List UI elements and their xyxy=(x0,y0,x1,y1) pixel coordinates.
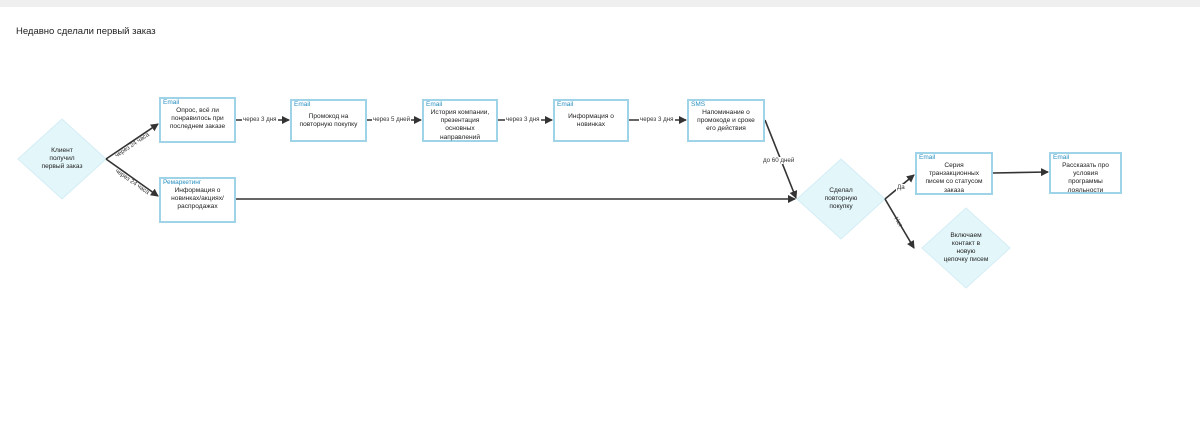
remarketing-text: Информация о новинках/акциях/распродажах xyxy=(171,187,224,211)
edge-label-email4-sms1: через 3 дня xyxy=(639,116,675,123)
new-chain-diamond[interactable] xyxy=(921,207,1011,289)
email6-text: Рассказать про условия программы лояльно… xyxy=(1062,162,1109,194)
edge-label-email3-email4: через 3 дня xyxy=(505,116,541,123)
email1-text: Опрос, всё ли понравилось при последнем … xyxy=(169,107,226,131)
email2-channel: Email xyxy=(294,101,311,108)
email5-text: Серия транзакционных писем со статусом з… xyxy=(925,162,983,194)
email1-channel: Email xyxy=(163,99,180,106)
edge-email5-email6[interactable] xyxy=(992,168,1049,177)
new-chain-label: Включаем контакт в новую цепочку писем xyxy=(943,231,989,264)
edge-label-sms1-decision: до 60 дней xyxy=(762,157,796,164)
email5-box[interactable]: Email Серия транзакционных писем со стат… xyxy=(915,152,993,195)
email2-text: Промокод на повторную покупку xyxy=(299,113,358,129)
diagram-links xyxy=(17,116,1049,289)
remarketing-channel: Ремаркетинг xyxy=(163,179,202,186)
sms1-channel: SMS xyxy=(691,101,706,108)
email3-box[interactable]: Email История компании, презентация осно… xyxy=(422,99,498,142)
edge-label-decision-yes: Да xyxy=(896,184,906,191)
start-diamond[interactable] xyxy=(17,118,107,200)
email3-channel: Email xyxy=(426,101,443,108)
email6-channel: Email xyxy=(1053,154,1070,161)
edge-decision-no[interactable] xyxy=(884,198,915,249)
email2-box[interactable]: Email Промокод на повторную покупку xyxy=(290,99,367,142)
start-label: Клиент получил первый заказ xyxy=(41,146,83,171)
edge-start-email1[interactable] xyxy=(105,123,159,160)
top-bar xyxy=(0,0,1200,7)
remarketing-box[interactable]: Ремаркетинг Информация о новинках/акциях… xyxy=(159,177,236,223)
diagram-canvas: Недавно сделали первый заказ Клиент полу… xyxy=(0,7,1200,440)
email3-text: История компании, презентация основных н… xyxy=(430,109,490,141)
edge-label-email2-email3: через 5 дней xyxy=(372,116,412,123)
email4-channel: Email xyxy=(557,101,574,108)
email4-box[interactable]: Email Информация о новинках xyxy=(553,99,629,142)
edge-start-remarketing[interactable] xyxy=(105,158,159,197)
sms1-box[interactable]: SMS Напоминание о промокоде и сроке его … xyxy=(687,99,765,142)
edge-label-email1-email2: через 3 дня xyxy=(242,116,278,123)
email1-box[interactable]: Email Опрос, всё ли понравилось при посл… xyxy=(159,97,236,143)
email6-box[interactable]: Email Рассказать про условия программы л… xyxy=(1049,152,1122,194)
email4-text: Информация о новинках xyxy=(568,113,614,129)
decision-diamond[interactable] xyxy=(796,158,886,240)
sms1-text: Напоминание о промокоде и сроке его дейс… xyxy=(697,109,755,133)
email5-channel: Email xyxy=(919,154,936,161)
diagram-title: Недавно сделали первый заказ xyxy=(16,26,156,37)
decision-label: Сделал повторную покупку xyxy=(824,186,858,211)
